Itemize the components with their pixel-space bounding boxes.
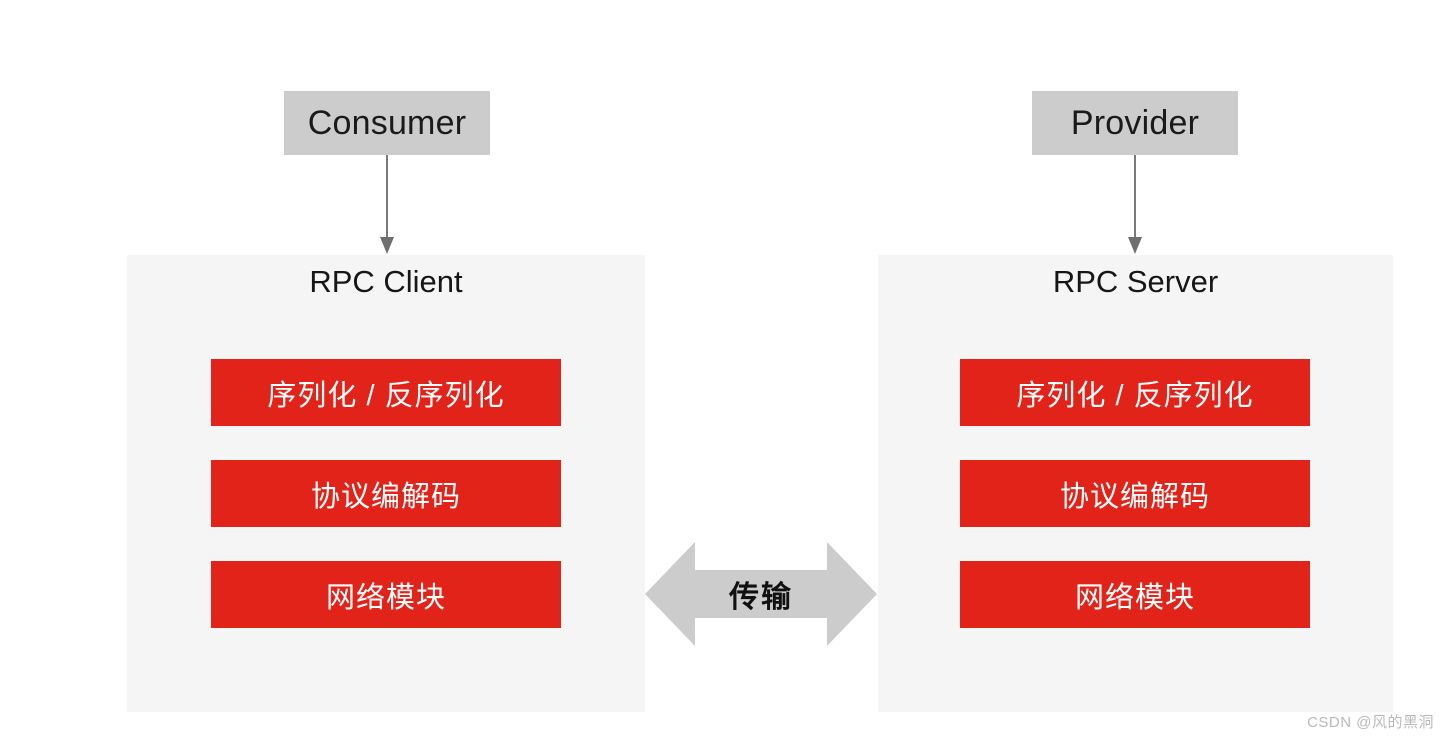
actor-box-provider[interactable]: Provider (1032, 91, 1238, 155)
module-label: 序列化 / 反序列化 (1016, 379, 1254, 412)
connector-arrow-provider-to-rpc-server (1128, 155, 1142, 254)
watermark: CSDN @风的黑洞 (1307, 714, 1434, 731)
panel-rpc-client: RPC Client 序列化 / 反序列化 协议编解码 网络模块 (127, 255, 645, 712)
module-serialization-server[interactable]: 序列化 / 反序列化 (960, 359, 1310, 426)
module-label: 网络模块 (325, 581, 446, 614)
panel-rpc-server: RPC Server 序列化 / 反序列化 协议编解码 网络模块 (878, 255, 1393, 712)
connector-arrow-consumer-to-rpc-client (380, 155, 394, 254)
module-serialization-client[interactable]: 序列化 / 反序列化 (211, 359, 561, 426)
module-label: 协议编解码 (310, 480, 461, 513)
actor-label-provider: Provider (1070, 103, 1200, 142)
module-label: 协议编解码 (1059, 480, 1210, 513)
actor-box-consumer[interactable]: Consumer (284, 91, 490, 155)
transport-label-wrapper: 传输 (645, 538, 877, 650)
module-network-server[interactable]: 网络模块 (960, 561, 1310, 628)
actor-label-consumer: Consumer (307, 103, 467, 142)
panel-title-rpc-client: RPC Client (309, 264, 463, 299)
module-protocol-codec-client[interactable]: 协议编解码 (211, 460, 561, 527)
transport-double-arrow-icon (645, 542, 877, 646)
module-protocol-codec-server[interactable]: 协议编解码 (960, 460, 1310, 527)
module-label: 网络模块 (1074, 581, 1195, 614)
module-label: 序列化 / 反序列化 (267, 379, 505, 412)
module-network-client[interactable]: 网络模块 (211, 561, 561, 628)
panel-title-rpc-server: RPC Server (1052, 264, 1219, 299)
transport-label: 传输 (729, 581, 793, 614)
